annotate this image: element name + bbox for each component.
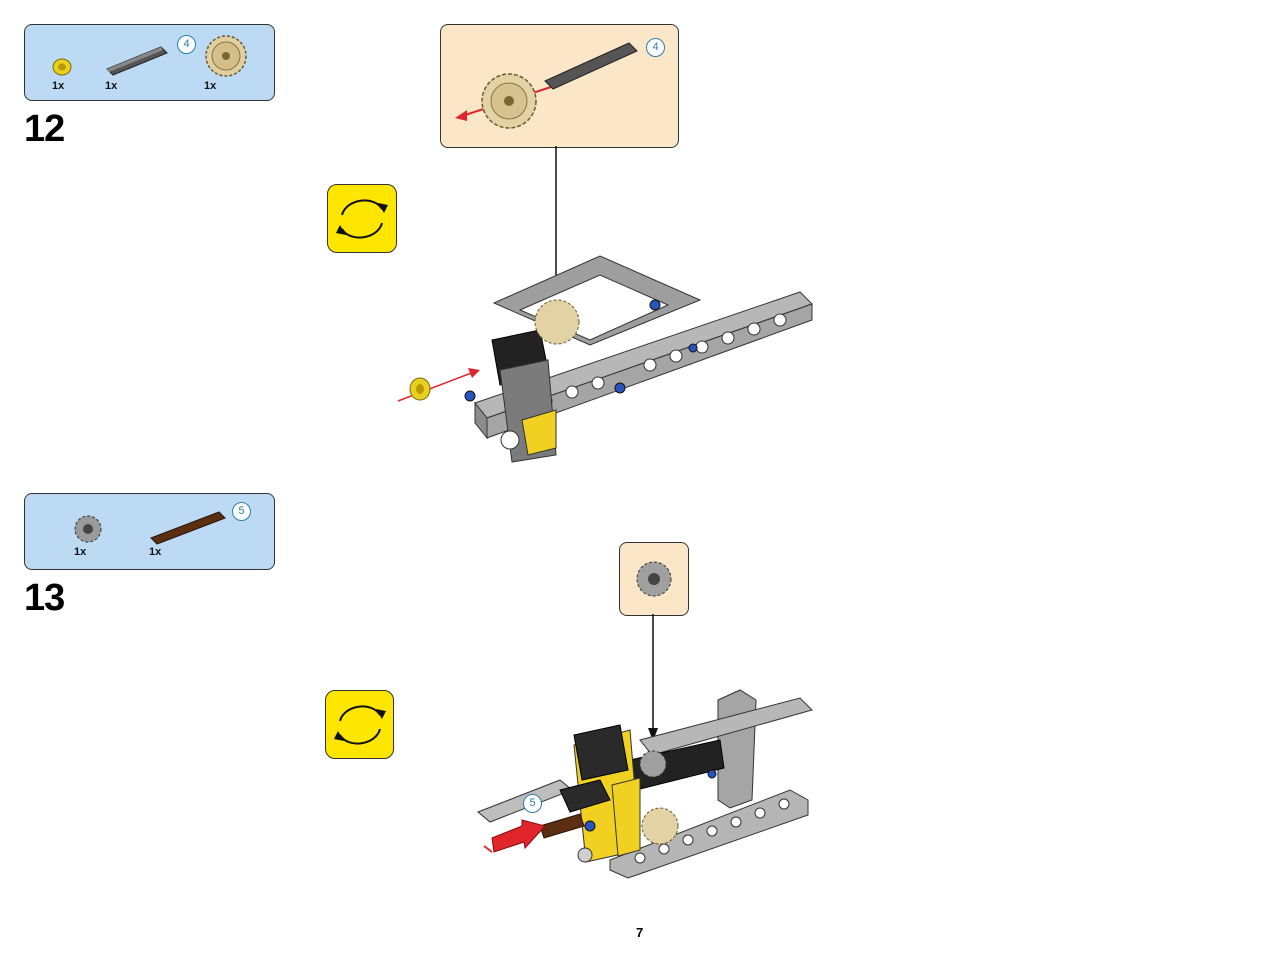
gear-small-grey-icon xyxy=(636,561,672,597)
sub-assembly-callout xyxy=(619,542,689,616)
axle-length-badge: 4 xyxy=(646,38,665,57)
part-qty: 1x xyxy=(204,80,217,92)
sub-assembly-callout: 4 xyxy=(440,24,679,148)
part-qty: 1x xyxy=(52,80,65,92)
axle-brown-icon xyxy=(150,511,226,545)
axle-gear-assembly-icon xyxy=(455,42,638,129)
gear-tan-icon xyxy=(205,35,247,77)
rotate-arrows-icon xyxy=(336,199,388,239)
step-number: 12 xyxy=(24,108,65,150)
gear-small-grey-icon xyxy=(74,515,102,543)
parts-list-step-12: 1x 4 1x 1x xyxy=(24,24,275,101)
rotate-arrows-icon xyxy=(334,705,386,745)
axle-length-badge: 5 xyxy=(523,794,542,813)
axle-grey-icon xyxy=(106,46,168,76)
bush-yellow-icon xyxy=(52,58,72,76)
page-number: 7 xyxy=(636,925,644,940)
axle-length-badge: 5 xyxy=(232,502,251,521)
part-qty: 1x xyxy=(105,80,118,92)
rotate-model-icon xyxy=(327,184,397,253)
parts-list-step-13: 1x 5 1x xyxy=(24,493,275,570)
rotate-model-icon xyxy=(325,690,394,759)
axle-length-badge: 4 xyxy=(177,35,196,54)
part-qty: 1x xyxy=(149,546,162,558)
part-qty: 1x xyxy=(74,546,87,558)
step-number: 13 xyxy=(24,577,65,619)
